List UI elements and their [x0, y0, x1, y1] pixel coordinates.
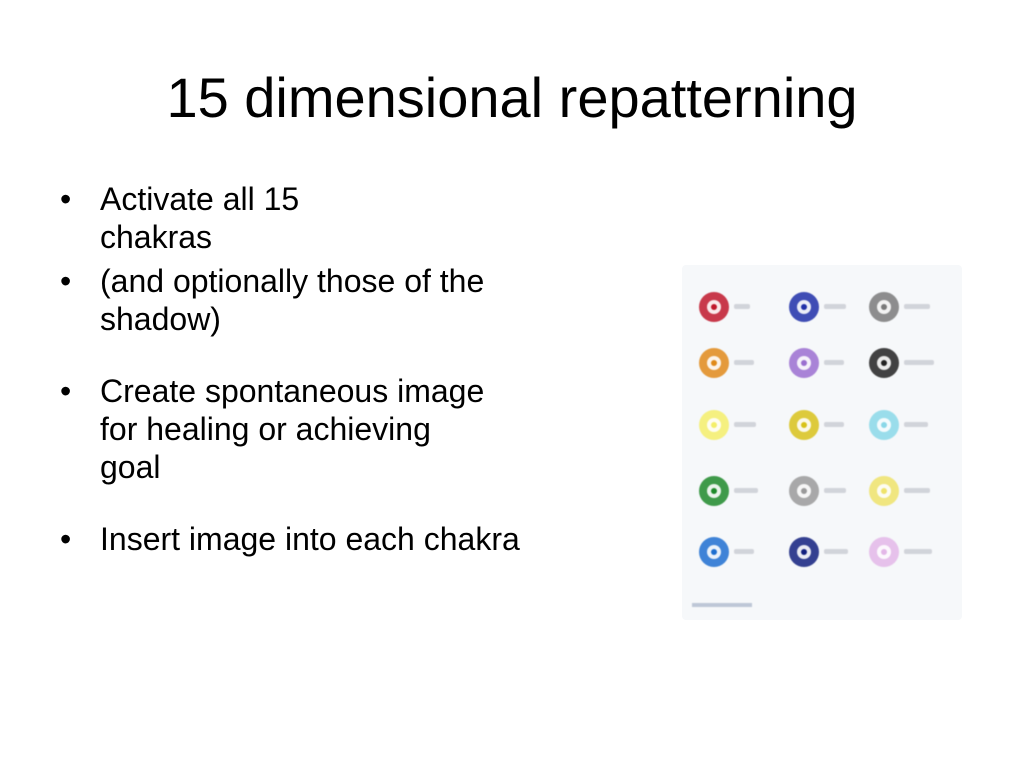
- chakra-icon: [699, 537, 754, 567]
- bullet-item-2: • (and optionally those of the shadow): [60, 262, 520, 338]
- chakra-icon: [869, 410, 928, 440]
- chakra-icon: [789, 476, 846, 506]
- chakra-icon: [789, 348, 844, 378]
- chakra-chart-image: [682, 265, 962, 620]
- bullet-item-3: • Create spontaneous image for healing o…: [60, 372, 500, 486]
- chakra-icon: [869, 537, 932, 567]
- chakra-icon: [789, 410, 844, 440]
- bullet-text: Insert image into each chakra: [100, 521, 520, 557]
- bullet-item-4: • Insert image into each chakra: [60, 520, 540, 558]
- bullet-marker: •: [60, 263, 72, 299]
- chakra-icon: [789, 292, 846, 322]
- chakra-chart-graphic: [692, 292, 934, 607]
- chakra-icon: [869, 292, 930, 322]
- chakra-icon: [699, 410, 756, 440]
- bullet-text: Create spontaneous image for healing or …: [100, 373, 485, 485]
- chakra-icon: [869, 348, 934, 378]
- slide-title: 15 dimensional repatterning: [166, 66, 858, 129]
- bullet-text: Activate all 15 chakras: [100, 181, 300, 255]
- chakra-icon: [699, 292, 750, 322]
- chakra-icon: [699, 476, 758, 506]
- chakra-icon: [789, 537, 848, 567]
- image-caption-smudge: [692, 603, 752, 607]
- bullet-marker: •: [60, 373, 72, 409]
- chakra-icon: [869, 476, 930, 506]
- bullet-marker: •: [60, 521, 72, 557]
- chakra-icon: [699, 348, 754, 378]
- bullet-list: • Activate all 15 chakras • (and optiona…: [60, 180, 520, 564]
- bullet-item-1: • Activate all 15 chakras: [60, 180, 380, 256]
- bullet-marker: •: [60, 181, 72, 217]
- bullet-text: (and optionally those of the shadow): [100, 263, 485, 337]
